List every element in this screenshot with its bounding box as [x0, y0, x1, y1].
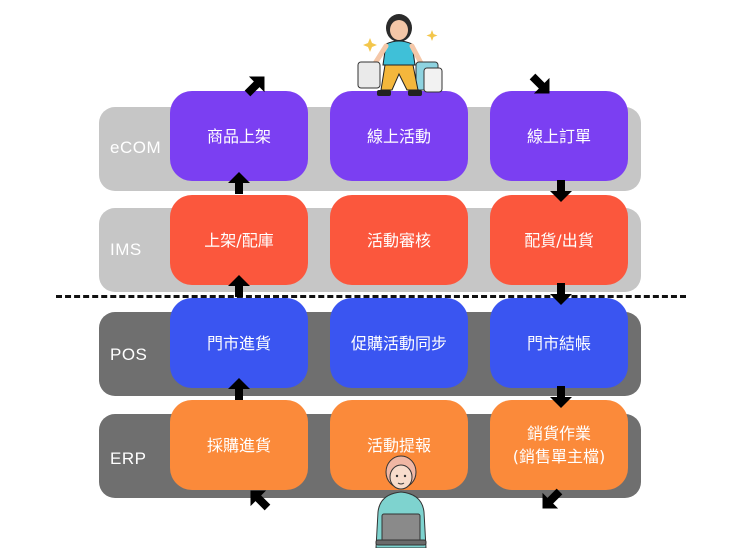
arrow-down-icon: [548, 178, 574, 204]
ims-box-listing-allocation: 上架/配庫: [170, 195, 308, 285]
pos-box-promo-sync: 促購活動同步: [330, 298, 468, 388]
erp-box-purchase-receiving: 採購進貨: [170, 400, 308, 490]
arrow-up-icon: [226, 170, 252, 196]
arrow-up-right-icon: [243, 72, 269, 98]
pos-label: POS: [110, 345, 148, 364]
ims-box-picking-shipping: 配貨/出貨: [490, 195, 628, 285]
ecom-label: eCOM: [110, 138, 162, 157]
dashed-divider: [56, 295, 686, 298]
erp-box-sales-operation: 銷貨作業 (銷售單主檔): [490, 400, 628, 490]
erp-label: ERP: [110, 449, 147, 468]
ims-label: IMS: [110, 240, 142, 259]
arrow-up-left-icon: [246, 486, 272, 512]
arrow-up-icon: [226, 273, 252, 299]
arrow-down-left-icon: [538, 487, 564, 513]
arrow-down-icon: [548, 384, 574, 410]
pos-box-store-receiving: 門市進貨: [170, 298, 308, 388]
arrow-down-icon: [548, 281, 574, 307]
ims-box-campaign-review: 活動審核: [330, 195, 468, 285]
ecom-box-product-listing: 商品上架: [170, 91, 308, 181]
person-at-laptop-icon: [370, 452, 432, 549]
ecom-box-online-order: 線上訂單: [490, 91, 628, 181]
ecom-box-online-campaign: 線上活動: [330, 91, 468, 181]
arrow-up-icon: [226, 376, 252, 402]
shopper-with-bags-icon: [352, 10, 448, 102]
arrow-down-right-icon: [528, 72, 554, 98]
pos-box-store-checkout: 門市結帳: [490, 298, 628, 388]
